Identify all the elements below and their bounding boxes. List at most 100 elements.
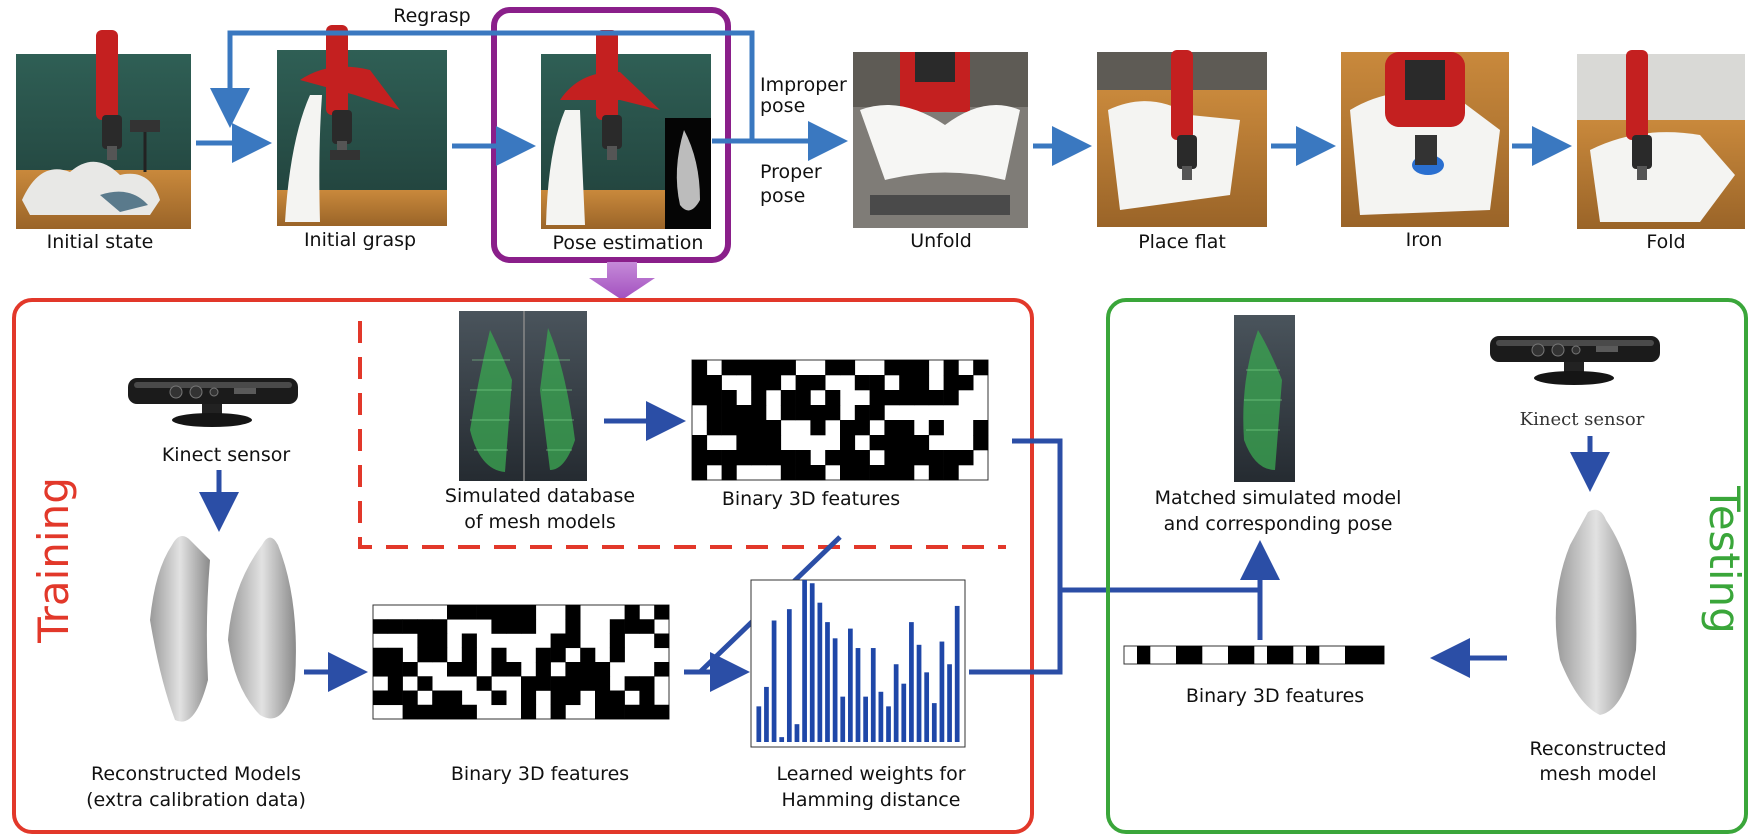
proper-label-line2: pose (760, 185, 805, 207)
binary-cell (840, 450, 856, 466)
binary-cell (795, 375, 811, 391)
binary-cell (387, 662, 403, 677)
binary-cell (854, 420, 870, 436)
binary-cell (580, 647, 596, 663)
binary-cell (795, 390, 811, 406)
binary-cell (1228, 646, 1242, 664)
binary-cell (491, 605, 507, 620)
stage-label-fold: Fold (1646, 231, 1685, 253)
binary-cell (639, 690, 655, 706)
weight-bar (802, 580, 807, 742)
binary-cell (1267, 646, 1281, 664)
binary-cell (447, 704, 463, 720)
binary-cell (706, 420, 722, 436)
binary-cell (506, 619, 522, 634)
binary-cell (417, 633, 433, 649)
binary-cell (914, 375, 930, 391)
arrow-regrasp-loop (210, 30, 755, 141)
binary-cell (928, 390, 944, 406)
matched-simulated-model (1234, 315, 1295, 482)
binary-cell (869, 405, 885, 421)
learned-weights-chart (750, 579, 966, 748)
binary-cell (914, 450, 930, 466)
training-to-testing-connectors (969, 438, 1260, 675)
binary-cell (928, 465, 944, 481)
binary-top-label: Binary 3D features (722, 488, 900, 510)
binary-cell (535, 676, 551, 691)
binary-cell (914, 390, 930, 406)
binary-cell (869, 435, 885, 451)
weight-bar (954, 605, 960, 742)
binary-cell (943, 450, 959, 466)
binary-cell (506, 662, 522, 677)
binary-cell (535, 647, 551, 663)
improper-label-line2: pose (760, 95, 805, 117)
binary-cell (914, 360, 930, 376)
training-panel: Training Kinect sensor Reconstructed Mod… (12, 298, 1260, 834)
binary-cell (899, 375, 915, 391)
proper-label-line1: Proper (760, 161, 822, 183)
binary-cell (810, 465, 826, 481)
binary-cell (1176, 646, 1190, 664)
binary-cell (766, 435, 782, 451)
binary-cell (736, 420, 752, 436)
testing-binary-strip (1123, 645, 1385, 665)
binary-cell (402, 704, 418, 720)
sim-db-label-line2: of mesh models (464, 511, 616, 533)
weight-bar (863, 696, 868, 742)
binary-cell (928, 450, 944, 466)
binary-features-grid-top (691, 359, 989, 481)
binary-cell (780, 390, 796, 406)
binary-cell (550, 633, 566, 649)
binary-cell (1189, 646, 1203, 664)
weight-bar (756, 706, 762, 742)
binary-cell (402, 619, 418, 634)
binary-cell (751, 420, 767, 436)
binary-cell (766, 375, 782, 391)
binary-cell (565, 662, 581, 677)
testing-kinect-label: Kinect sensor (1520, 409, 1645, 430)
binary-cell (654, 633, 670, 649)
binary-features-grid-bottom (372, 604, 670, 720)
weight-bar (794, 724, 800, 742)
simulated-mesh-database (459, 311, 587, 481)
binary-cell (692, 465, 708, 481)
binary-cell (491, 662, 507, 677)
binary-cell (854, 375, 870, 391)
binary-cell (780, 360, 796, 376)
binary-cell (1358, 646, 1372, 664)
weight-bar (786, 609, 792, 742)
binary-cell (884, 360, 900, 376)
binary-cell (899, 435, 915, 451)
fold-photo (1577, 50, 1745, 229)
sim-db-label-line1: Simulated database (445, 485, 635, 507)
binary-cell (521, 619, 537, 634)
binary-cell (943, 360, 959, 376)
unfold-photo (853, 52, 1028, 228)
binary-cell (721, 420, 737, 436)
binary-cell (721, 465, 737, 481)
binary-cell (447, 662, 463, 677)
binary-cell (899, 420, 915, 436)
binary-cell (521, 690, 537, 706)
stage-label-initial-state: Initial state (47, 231, 154, 253)
weight-bar (832, 638, 838, 742)
binary-cell (869, 375, 885, 391)
binary-cell (550, 690, 566, 706)
binary-cell (840, 360, 856, 376)
binary-cell (654, 704, 670, 720)
binary-cell (869, 390, 885, 406)
binary-cell (751, 360, 767, 376)
binary-cell (580, 662, 596, 677)
binary-cell (780, 465, 796, 481)
matched-label-line2: and corresponding pose (1164, 513, 1393, 535)
testing-reconstructed-mesh (1555, 509, 1637, 715)
binary-cell (795, 465, 811, 481)
binary-cell (958, 375, 974, 391)
weight-bar (764, 686, 769, 742)
initial-grasp-photo (277, 25, 447, 226)
binary-cell (692, 360, 708, 376)
binary-cell (373, 647, 389, 663)
binary-cell (751, 390, 767, 406)
weight-bar (848, 628, 853, 742)
